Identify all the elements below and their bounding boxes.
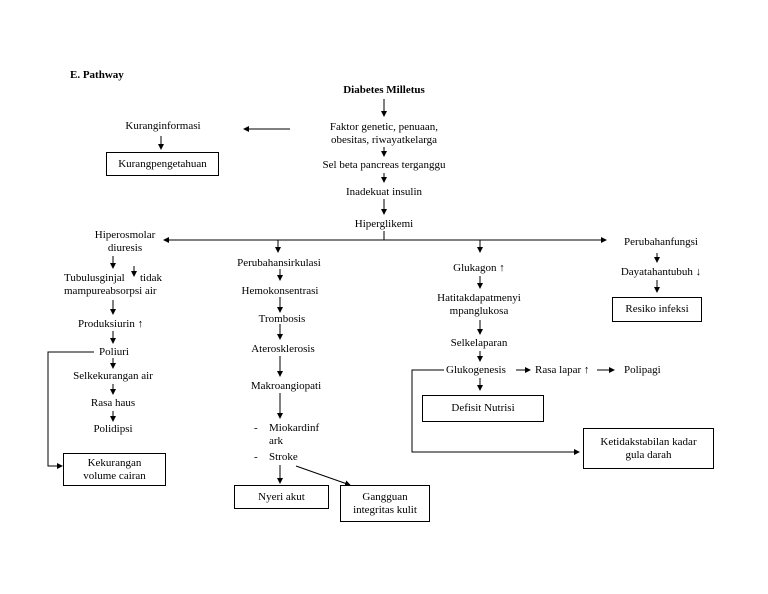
node-miokard-line2: ark [269,435,284,447]
node-sel-beta: Sel beta pancreas terganggu [322,159,446,171]
node-hemokonsentrasi: Hemokonsentrasi [241,285,319,297]
box-gangguan-integritas-kulit: Gangguan integritas kulit [340,485,430,522]
box-nyeri-akut: Nyeri akut [234,485,329,509]
box-resiko-infeksi: Resiko infeksi [612,297,702,322]
node-hati-line1: Hatitakdapatmenyi [437,292,521,304]
box-ketidakstabilan-line2: gula darah [625,448,672,461]
node-tubulus-line2: mampureabsorpsi air [64,285,157,297]
node-rasa-lapar: Rasa lapar ↑ [535,364,590,376]
box-kurang-pengetahuan: Kurangpengetahuan [106,152,219,176]
box-defisit-nutrisi: Defisit Nutrisi [422,395,544,422]
box-gangguan-line1: Gangguan [362,490,408,503]
node-makroangiopati: Makroangiopati [250,380,322,392]
node-sel-kekurangan-air: Selkekurangan air [73,370,153,382]
node-aterosklerosis: Aterosklerosis [251,343,315,355]
box-ketidakstabilan-gula-darah: Ketidakstabilan kadar gula darah [583,428,714,469]
node-glukagon: Glukagon ↑ [453,262,505,274]
box-gangguan-line2: integritas kulit [353,503,417,516]
node-daya-tahan-tubuh: Dayatahantubuh ↓ [620,266,702,278]
node-produksi-urin: Produksiurin ↑ [78,318,144,330]
node-tubulus-tidak: tidak [140,272,162,284]
node-tubulus-line1: Tubulusginjal [64,272,125,284]
box-kekurangan-line1: Kekurangan [87,456,142,469]
node-polipagi: Polipagi [624,364,661,376]
box-ketidakstabilan-line1: Ketidakstabilan kadar [600,435,697,448]
node-stroke: Stroke [269,451,298,463]
node-hiperglikemi: Hiperglikemi [354,218,414,230]
node-hiperosmolar-line2: diuresis [107,242,143,254]
node-kurang-informasi: Kuranginformasi [125,120,201,132]
node-diabetes-milletus: Diabetes Milletus [343,84,425,96]
section-heading: E. Pathway [70,69,124,81]
node-trombosis: Trombosis [258,313,306,325]
box-kekurangan-volume-cairan: Kekurangan volume cairan [63,453,166,486]
node-selkelaparan: Selkelaparan [450,337,508,349]
node-rasa-haus: Rasa haus [90,397,136,409]
node-faktor-line1: Faktor genetic, penuaan, [329,121,439,133]
node-hati-line2: mpanglukosa [449,305,509,317]
node-perubahan-sirkulasi: Perubahansirkulasi [237,257,321,269]
node-poliuri: Poliuri [99,346,129,358]
node-dash-1: - [254,422,258,434]
node-dash-2: - [254,451,258,463]
node-perubahan-fungsi: Perubahanfungsi [624,236,698,248]
node-hiperosmolar-line1: Hiperosmolar [94,229,156,241]
node-polidipsi: Polidipsi [93,423,133,435]
node-inadekuat-insulin: Inadekuat insulin [345,186,423,198]
node-faktor-line2: obesitas, riwayatkelarga [330,134,438,146]
node-miokard-line1: Miokardinf [269,422,320,434]
node-glukogenesis: Glukogenesis [446,364,506,376]
box-kekurangan-line2: volume cairan [83,469,146,482]
